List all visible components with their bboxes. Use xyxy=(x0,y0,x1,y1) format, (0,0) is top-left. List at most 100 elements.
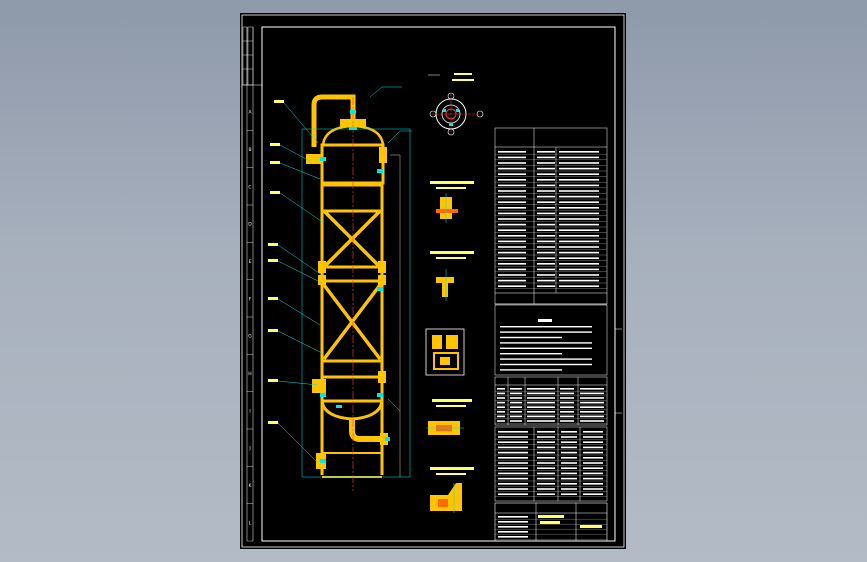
nozzle-row-text xyxy=(510,411,522,413)
design-data-text xyxy=(498,218,526,220)
design-data-text xyxy=(537,162,555,164)
parts-row-text xyxy=(537,488,555,490)
parts-row-text xyxy=(537,467,555,469)
design-data-text xyxy=(537,156,555,159)
design-data-text xyxy=(537,279,555,282)
parts-row-text xyxy=(561,431,577,433)
design-data-text xyxy=(498,167,526,170)
design-data-text xyxy=(537,274,555,276)
design-data-text xyxy=(537,251,555,254)
design-data-text xyxy=(537,240,555,243)
parts-row-text xyxy=(561,462,577,464)
nozzle-row-text xyxy=(497,420,505,422)
nozzle-row-text xyxy=(527,411,555,413)
design-data-text xyxy=(498,251,526,254)
design-data-text xyxy=(498,263,526,265)
nozzle-row-text xyxy=(497,406,505,408)
design-data-text xyxy=(537,151,555,153)
zone-label: A xyxy=(248,110,252,116)
parts-row-text xyxy=(583,451,603,454)
parts-row-text xyxy=(498,462,528,464)
nozzle-row-text xyxy=(527,406,555,408)
design-data-text xyxy=(537,218,555,220)
parts-row-text xyxy=(537,446,555,449)
design-data-text xyxy=(537,246,555,248)
design-data-text xyxy=(537,229,555,231)
design-data-text xyxy=(559,201,599,203)
design-data-text xyxy=(559,195,599,198)
nozzle-row-text xyxy=(580,388,604,390)
bottom-outlet-pipe xyxy=(349,419,382,442)
parts-row-text xyxy=(583,483,603,485)
parts-row-text xyxy=(561,493,577,495)
requirement-line xyxy=(500,347,592,349)
design-data-text xyxy=(537,263,555,265)
design-data-text xyxy=(498,184,526,187)
parts-row-text xyxy=(537,451,555,454)
nozzle-row-text xyxy=(510,388,522,390)
title-block-text xyxy=(498,526,528,528)
parts-row-text xyxy=(537,457,555,459)
parts-row-text xyxy=(498,431,528,433)
design-data-text xyxy=(537,195,555,198)
nozzle-row-text xyxy=(580,411,604,413)
side-nozzle-left xyxy=(306,154,323,164)
nozzle-row-text xyxy=(580,392,604,395)
nozzle-row-text xyxy=(497,392,505,395)
design-data-text xyxy=(559,184,599,187)
parts-row-text xyxy=(537,472,555,475)
parts-row-text xyxy=(583,488,603,490)
design-data-text xyxy=(537,268,555,271)
right-edge-ticks xyxy=(615,328,622,414)
design-data-text xyxy=(559,218,599,220)
design-data-text xyxy=(537,285,555,287)
design-data-text xyxy=(559,268,599,271)
design-data-text xyxy=(498,195,526,198)
top-view xyxy=(428,73,484,136)
parts-row-text xyxy=(537,493,555,495)
parts-row-text xyxy=(583,436,603,438)
parts-row-text xyxy=(537,483,555,485)
design-data-text xyxy=(498,179,526,181)
parts-row-text xyxy=(498,472,528,475)
nozzle-table xyxy=(494,376,608,426)
design-data-text xyxy=(498,201,526,203)
parts-row-text xyxy=(498,477,528,480)
parts-row-text xyxy=(583,462,603,464)
parts-row-text xyxy=(583,467,603,469)
parts-row-text xyxy=(561,477,577,480)
design-data-text xyxy=(559,156,599,159)
design-data-text xyxy=(559,251,599,254)
parts-row-text xyxy=(583,431,603,433)
nozzle-row-text xyxy=(560,406,574,408)
nozzle-row-text xyxy=(497,401,505,404)
zone-label: L xyxy=(249,520,252,526)
design-data-text xyxy=(537,184,555,187)
parts-list xyxy=(494,426,608,502)
parts-row-text xyxy=(583,446,603,449)
callout-leaders xyxy=(277,86,412,462)
design-data-text xyxy=(559,179,599,181)
design-data-text xyxy=(537,207,555,209)
parts-row-text xyxy=(498,493,528,495)
design-data-text xyxy=(537,173,555,175)
parts-row-text xyxy=(537,431,555,433)
design-data-text xyxy=(559,162,599,164)
design-data-text xyxy=(559,246,599,248)
nozzle-row-text xyxy=(580,401,604,404)
design-data-text xyxy=(498,274,526,276)
parts-row-text xyxy=(561,457,577,459)
zone-label: I xyxy=(249,408,250,414)
design-data-text xyxy=(559,263,599,265)
parts-row-text xyxy=(498,483,528,485)
design-data-text xyxy=(498,235,526,237)
parts-row-text xyxy=(583,441,603,443)
parts-row-text xyxy=(498,457,528,459)
requirement-line xyxy=(500,342,592,344)
technical-requirements xyxy=(494,304,608,376)
design-data-text xyxy=(559,167,599,170)
title-block-text xyxy=(498,516,528,518)
design-data-text xyxy=(559,207,599,209)
